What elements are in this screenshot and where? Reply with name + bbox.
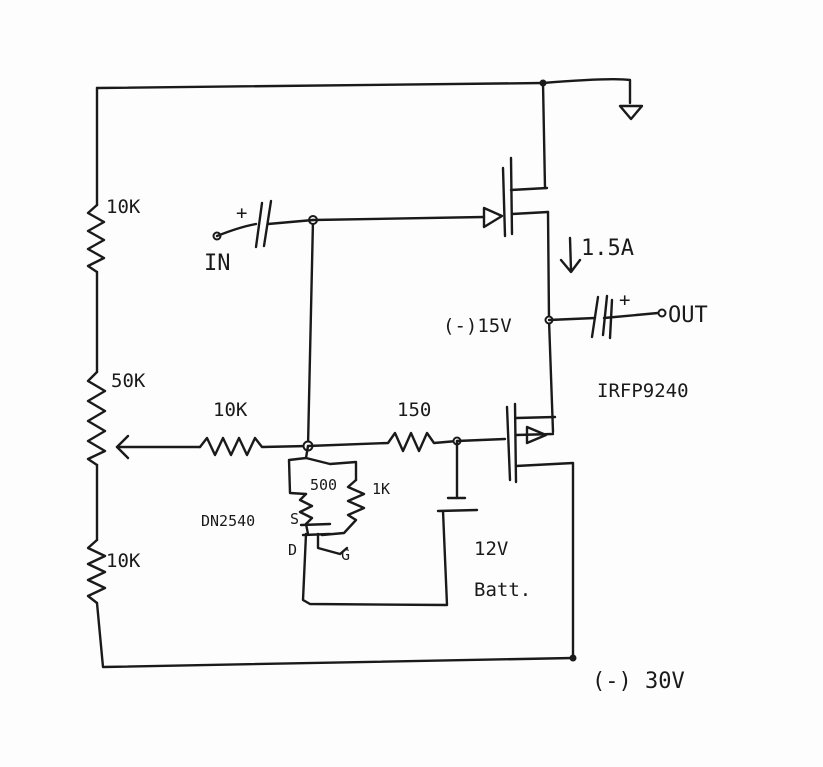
label-supply-voltage: (-) 30V	[592, 669, 685, 694]
label-battery-12v: 12V	[474, 538, 508, 560]
resistor-10k-top	[86, 203, 106, 274]
top-rail-wire	[95, 81, 545, 90]
lower-mosfet-irfp9240	[505, 402, 575, 660]
input-capacitor	[254, 199, 315, 249]
label-depletion-fet-dn2540: DN2540	[201, 512, 255, 530]
ground-symbol	[541, 77, 644, 121]
label-resistor-1k: 1K	[372, 480, 390, 498]
resistor-1k	[320, 478, 366, 537]
label-input: IN	[204, 251, 231, 276]
label-output: OUT	[668, 303, 708, 328]
label-battery-word: Batt.	[474, 579, 531, 601]
label-resistor-10k-bottom: 10K	[106, 550, 141, 572]
label-input-cap-plus: +	[236, 202, 247, 224]
label-resistor-10k-gate: 10K	[213, 399, 248, 421]
potentiometer-50k	[86, 370, 107, 467]
battery-12v	[436, 439, 479, 513]
output-cap-lead	[547, 316, 597, 322]
label-resistor-10k-top: 10K	[106, 196, 141, 218]
left-rail-wire-bottom	[95, 601, 575, 669]
output-capacitor	[590, 294, 660, 340]
upper-gate-wire	[311, 215, 486, 222]
upper-mosfet	[501, 156, 550, 238]
label-output-cap-plus: +	[619, 289, 630, 311]
label-resistor-500: 500	[310, 476, 337, 494]
output-terminal	[657, 308, 667, 318]
node-vertical-wire	[306, 218, 315, 448]
resistor-10k-bottom	[86, 538, 107, 605]
upper-drain-wire	[541, 81, 547, 190]
resistor-10k-gate	[198, 436, 310, 457]
label-pin-g: G	[341, 546, 350, 564]
label-pin-s: S	[290, 510, 299, 528]
label-current: 1.5A	[581, 236, 634, 261]
depletion-fet-dn2540	[287, 444, 449, 607]
lower-gate-wire	[455, 437, 507, 443]
label-mosfet-irfp9240: IRFP9240	[597, 380, 689, 402]
resistor-500	[298, 492, 314, 526]
current-arrow	[559, 236, 582, 274]
label-pin-d: D	[288, 541, 297, 559]
upper-gate-arrow	[482, 206, 504, 229]
label-potentiometer-50k: 50K	[111, 370, 146, 392]
input-cap-lead	[215, 222, 258, 238]
resistor-150	[306, 431, 459, 453]
label-resistor-150: 150	[397, 399, 431, 421]
label-mid-voltage: (-)15V	[443, 315, 512, 337]
